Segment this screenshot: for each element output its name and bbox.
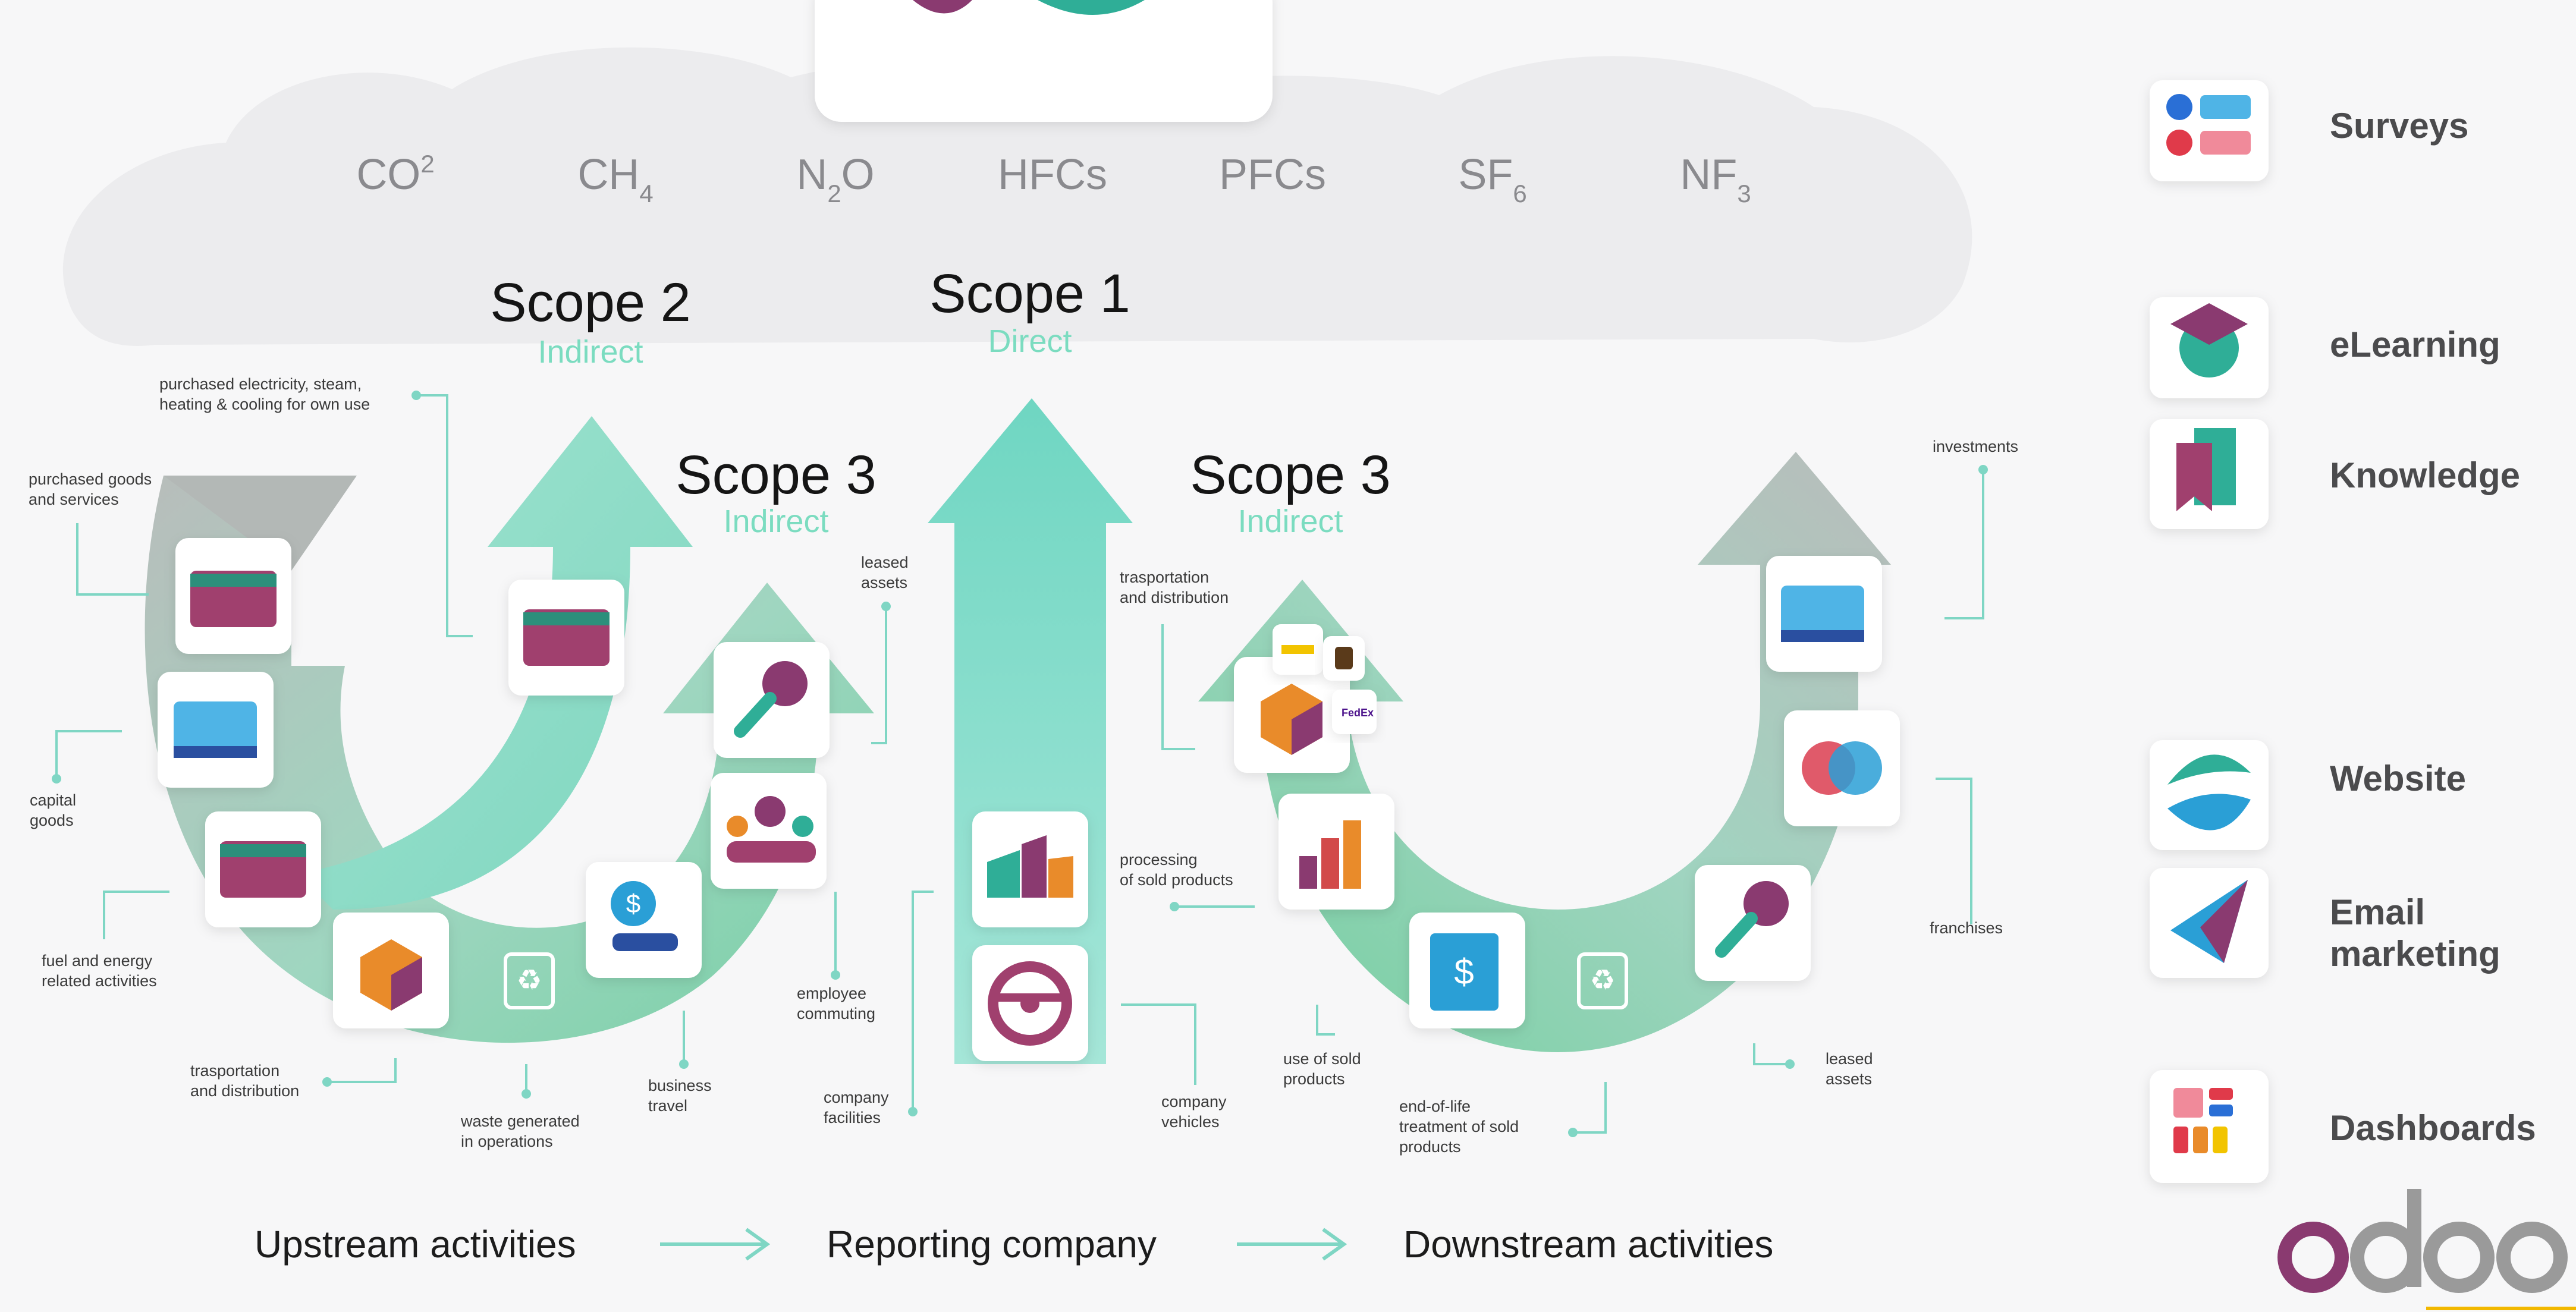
activity-labels: purchased electricity, steam,heating & c… bbox=[29, 375, 2018, 1156]
carrier-logos: FedEx bbox=[1273, 624, 1377, 734]
recycle-bin-icon: ♻ bbox=[504, 952, 555, 1009]
app-label-3: Website bbox=[2330, 759, 2466, 798]
scope1-subtitle: Direct bbox=[988, 323, 1072, 359]
cube-icon bbox=[1234, 657, 1350, 773]
scope1-title: Scope 1 bbox=[929, 263, 1130, 324]
bar-chart-icon bbox=[1278, 794, 1394, 910]
gas-2: N2O bbox=[796, 151, 874, 207]
credit-card-icon bbox=[175, 538, 291, 654]
key-icon bbox=[1695, 865, 1811, 981]
odoo-logo bbox=[2277, 1189, 2576, 1310]
website-icon bbox=[2150, 740, 2269, 850]
arrow-right-icon bbox=[660, 1228, 771, 1261]
building-chart-icon bbox=[972, 811, 1088, 927]
email-marketing-icon bbox=[2150, 868, 2269, 978]
upstream-activities-label: Upstream activities bbox=[255, 1223, 576, 1266]
cube-icon bbox=[333, 913, 449, 1028]
scope3-downstream-title: Scope 3 bbox=[1190, 445, 1391, 505]
scope-titles: Scope 2 Indirect Scope 1 Direct Scope 3 … bbox=[490, 263, 1391, 539]
label-franchises: franchises bbox=[1930, 919, 2003, 937]
downstream-activities-label: Downstream activities bbox=[1403, 1223, 1773, 1266]
gas-0: CO2 bbox=[356, 150, 434, 199]
two-circles-icon bbox=[1784, 710, 1900, 826]
money-person-icon: $ bbox=[586, 862, 702, 978]
surveys-icon bbox=[2150, 80, 2269, 181]
top-card-teal-shape bbox=[1038, 0, 1145, 15]
scope2-title: Scope 2 bbox=[490, 272, 691, 333]
gas-6: NF3 bbox=[1680, 151, 1751, 207]
scope2-arrow bbox=[297, 416, 693, 910]
svg-text:FedEx: FedEx bbox=[1342, 707, 1374, 719]
odoo-apps-list bbox=[2150, 80, 2269, 1183]
cloud bbox=[62, 47, 1972, 346]
svg-text:♻: ♻ bbox=[516, 965, 542, 996]
svg-text:$: $ bbox=[626, 889, 640, 918]
dashboards-icon bbox=[2150, 1070, 2269, 1183]
gas-4: PFCs bbox=[1219, 151, 1326, 199]
label-investments: investments bbox=[1933, 438, 2018, 455]
key-icon bbox=[714, 642, 830, 758]
scope3-downstream-subtitle: Indirect bbox=[1237, 504, 1343, 539]
team-icon bbox=[711, 773, 827, 889]
app-label-2: Knowledge bbox=[2330, 455, 2520, 495]
gas-1: CH4 bbox=[577, 151, 653, 207]
app-label-1: eLearning bbox=[2330, 325, 2500, 364]
invoice-icon: $ bbox=[1409, 913, 1525, 1028]
reporting-company-label: Reporting company bbox=[827, 1223, 1157, 1266]
greenhouse-gases-row: CO2 CH4 N2O HFCs PFCs SF6 NF3 bbox=[356, 150, 1751, 207]
credit-card-icon bbox=[205, 811, 321, 927]
label-purchased-electricity: purchased electricity, steam,heating & c… bbox=[159, 375, 370, 413]
top-card-purple-shape bbox=[913, 0, 972, 14]
gas-3: HFCs bbox=[998, 151, 1107, 199]
scope3-upstream-subtitle: Indirect bbox=[723, 504, 828, 539]
app-label-0: Surveys bbox=[2330, 106, 2469, 146]
credit-card-icon bbox=[508, 580, 624, 696]
arrow-right-icon bbox=[1237, 1228, 1347, 1261]
wallet-icon bbox=[158, 672, 274, 788]
gas-5: SF6 bbox=[1458, 151, 1526, 207]
knowledge-icon bbox=[2150, 419, 2269, 529]
activity-icons: ♻ $ FedEx $ ♻ bbox=[158, 538, 1900, 1061]
scope2-subtitle: Indirect bbox=[538, 334, 643, 370]
steering-wheel-icon bbox=[972, 945, 1088, 1061]
svg-text:♻: ♻ bbox=[1589, 965, 1615, 996]
recycle-bin-icon: ♻ bbox=[1577, 952, 1628, 1009]
svg-text:$: $ bbox=[1454, 952, 1474, 992]
leader-lines bbox=[52, 391, 1988, 1137]
wallet-icon bbox=[1766, 556, 1882, 672]
scope3-upstream-title: Scope 3 bbox=[676, 445, 877, 505]
value-chain-flow: Upstream activities Reporting company Do… bbox=[255, 1223, 1773, 1266]
app-label-5: Dashboards bbox=[2330, 1108, 2536, 1148]
top-card bbox=[815, 0, 1273, 122]
elearning-icon bbox=[2150, 297, 2269, 398]
